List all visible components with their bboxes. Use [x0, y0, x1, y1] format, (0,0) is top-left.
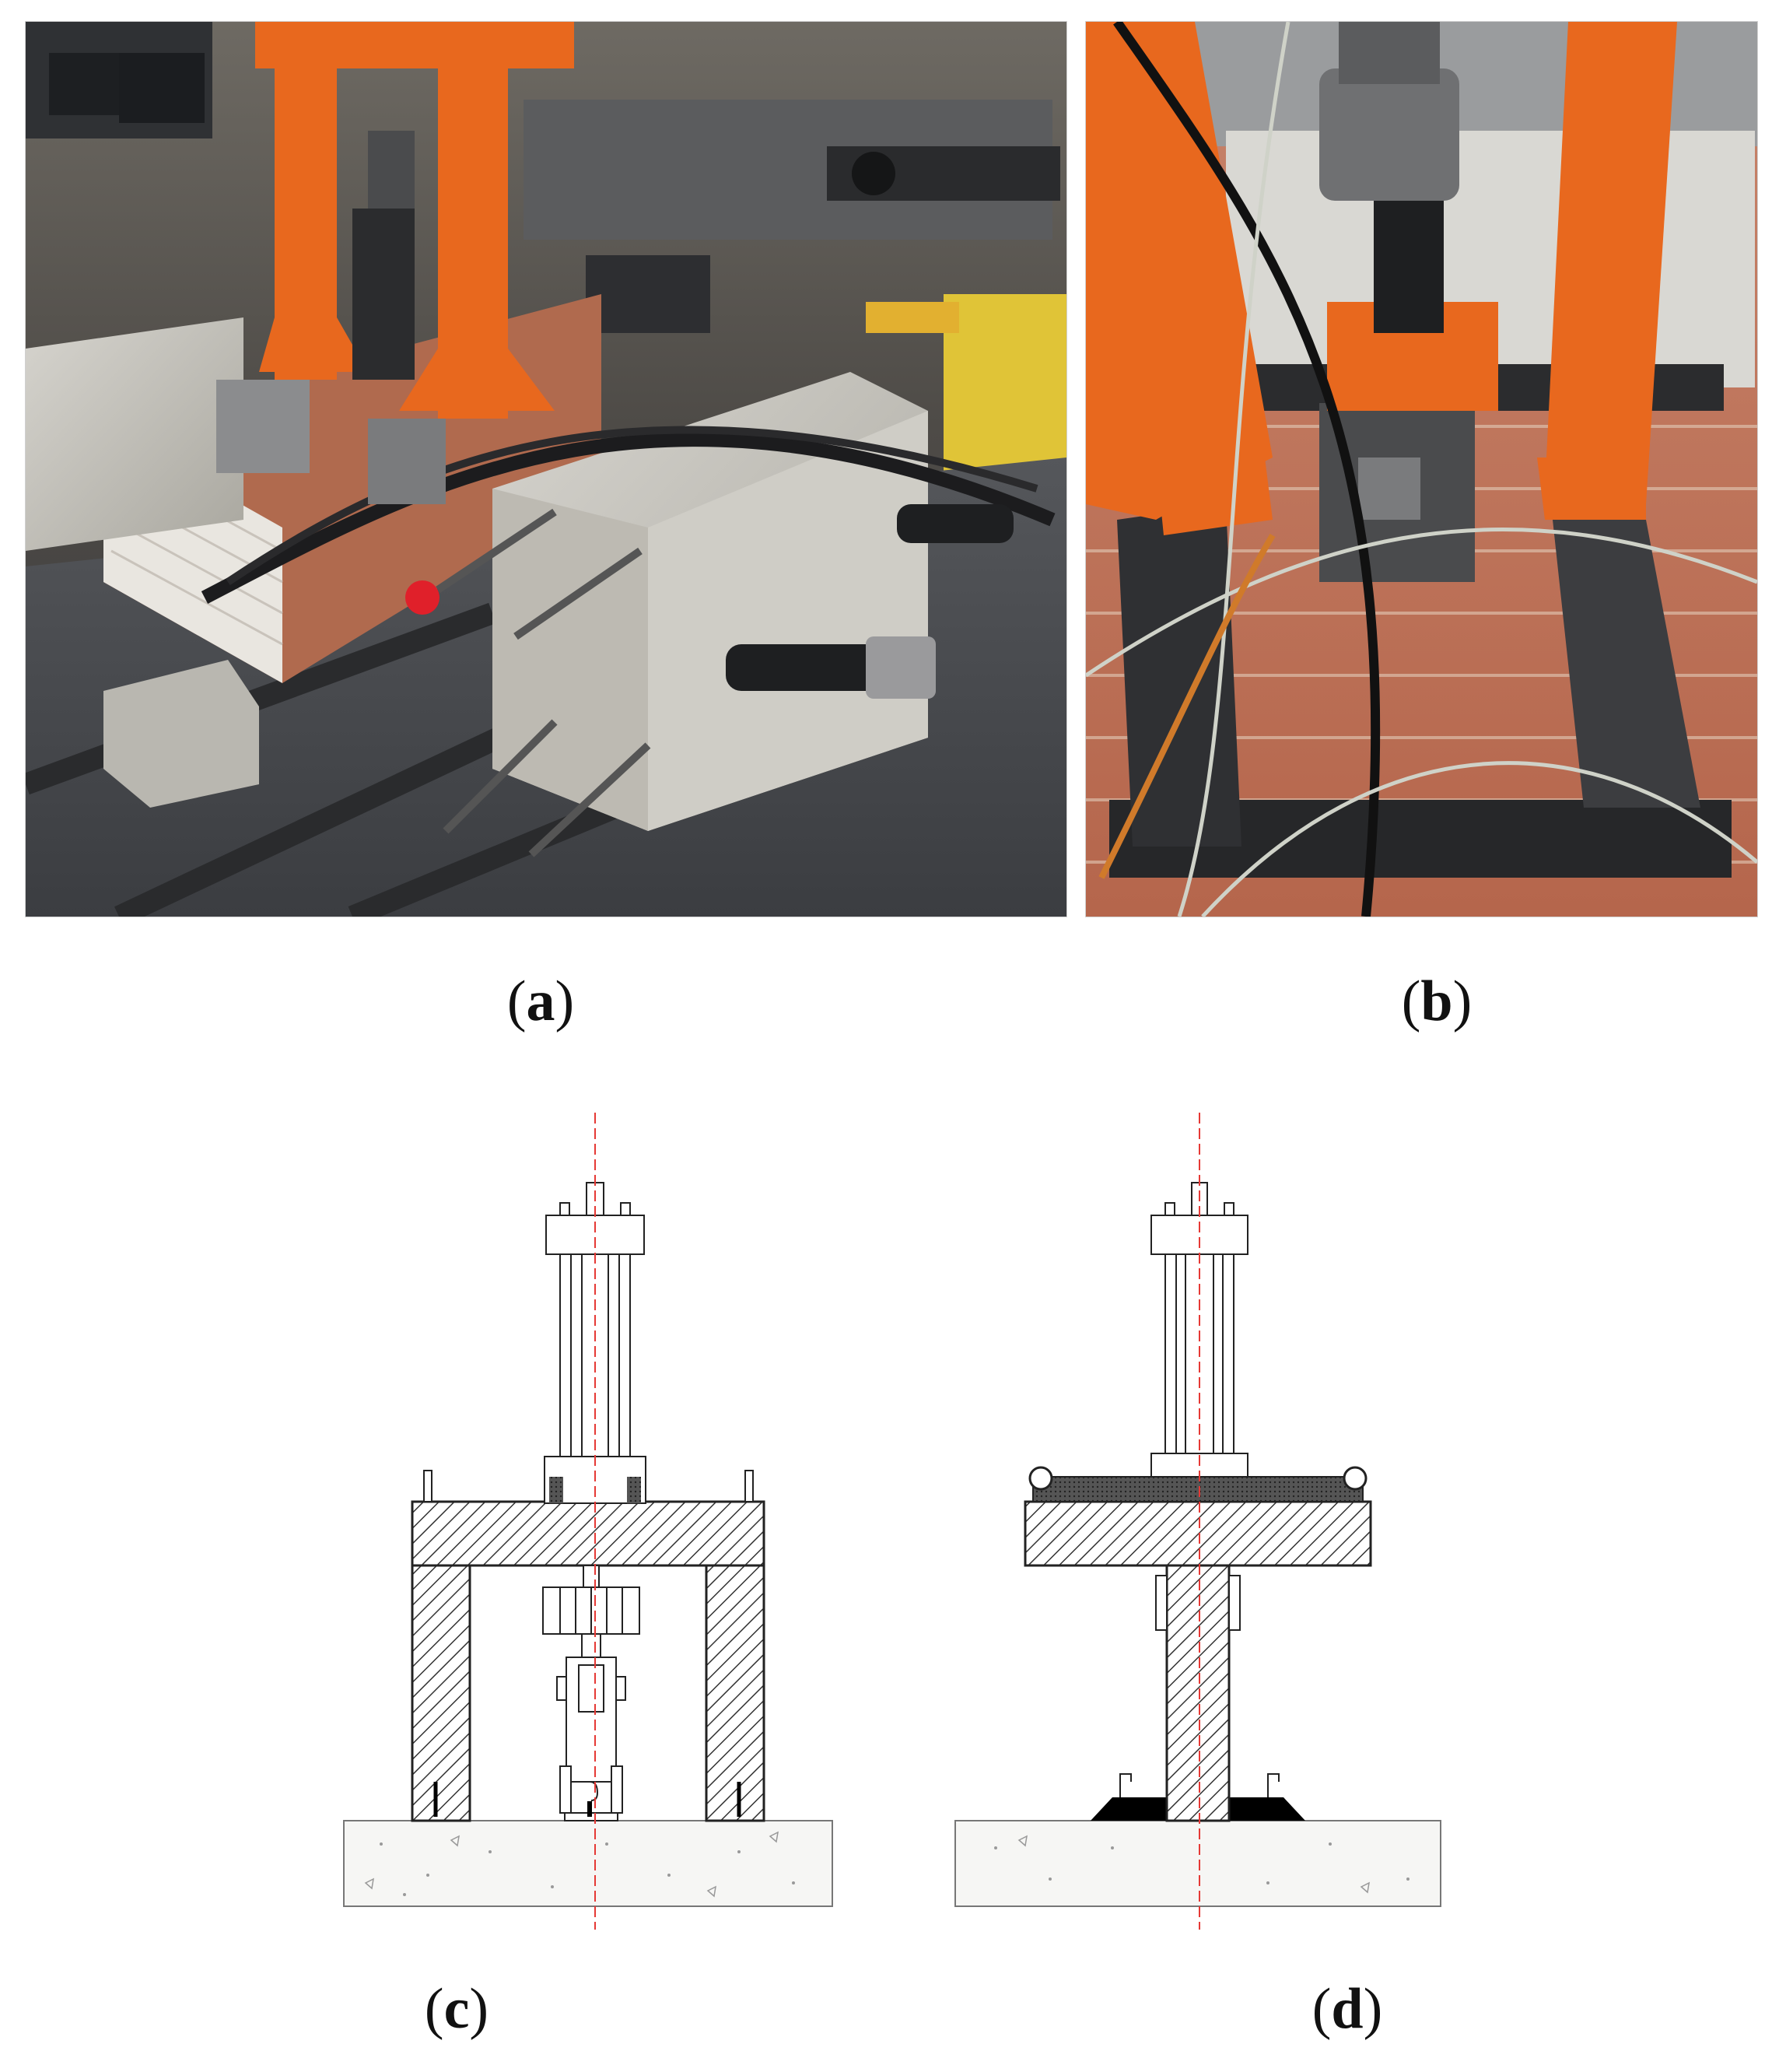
photo-a-test-setup — [25, 21, 1067, 917]
drawing-c-svg — [343, 1113, 833, 1930]
caption-d: (d) — [1311, 1977, 1383, 2041]
drawing-d-side-view — [941, 1097, 1455, 1945]
photo-a-illustration — [26, 22, 1066, 917]
caption-c: (c) — [424, 1977, 489, 2041]
caption-a: (a) — [506, 969, 575, 1033]
photo-b-test-setup — [1085, 21, 1758, 917]
drawing-c-front-view — [334, 1097, 848, 1945]
photo-b-illustration — [1086, 22, 1757, 917]
drawing-d-svg — [954, 1113, 1441, 1930]
caption-b: (b) — [1401, 969, 1473, 1033]
